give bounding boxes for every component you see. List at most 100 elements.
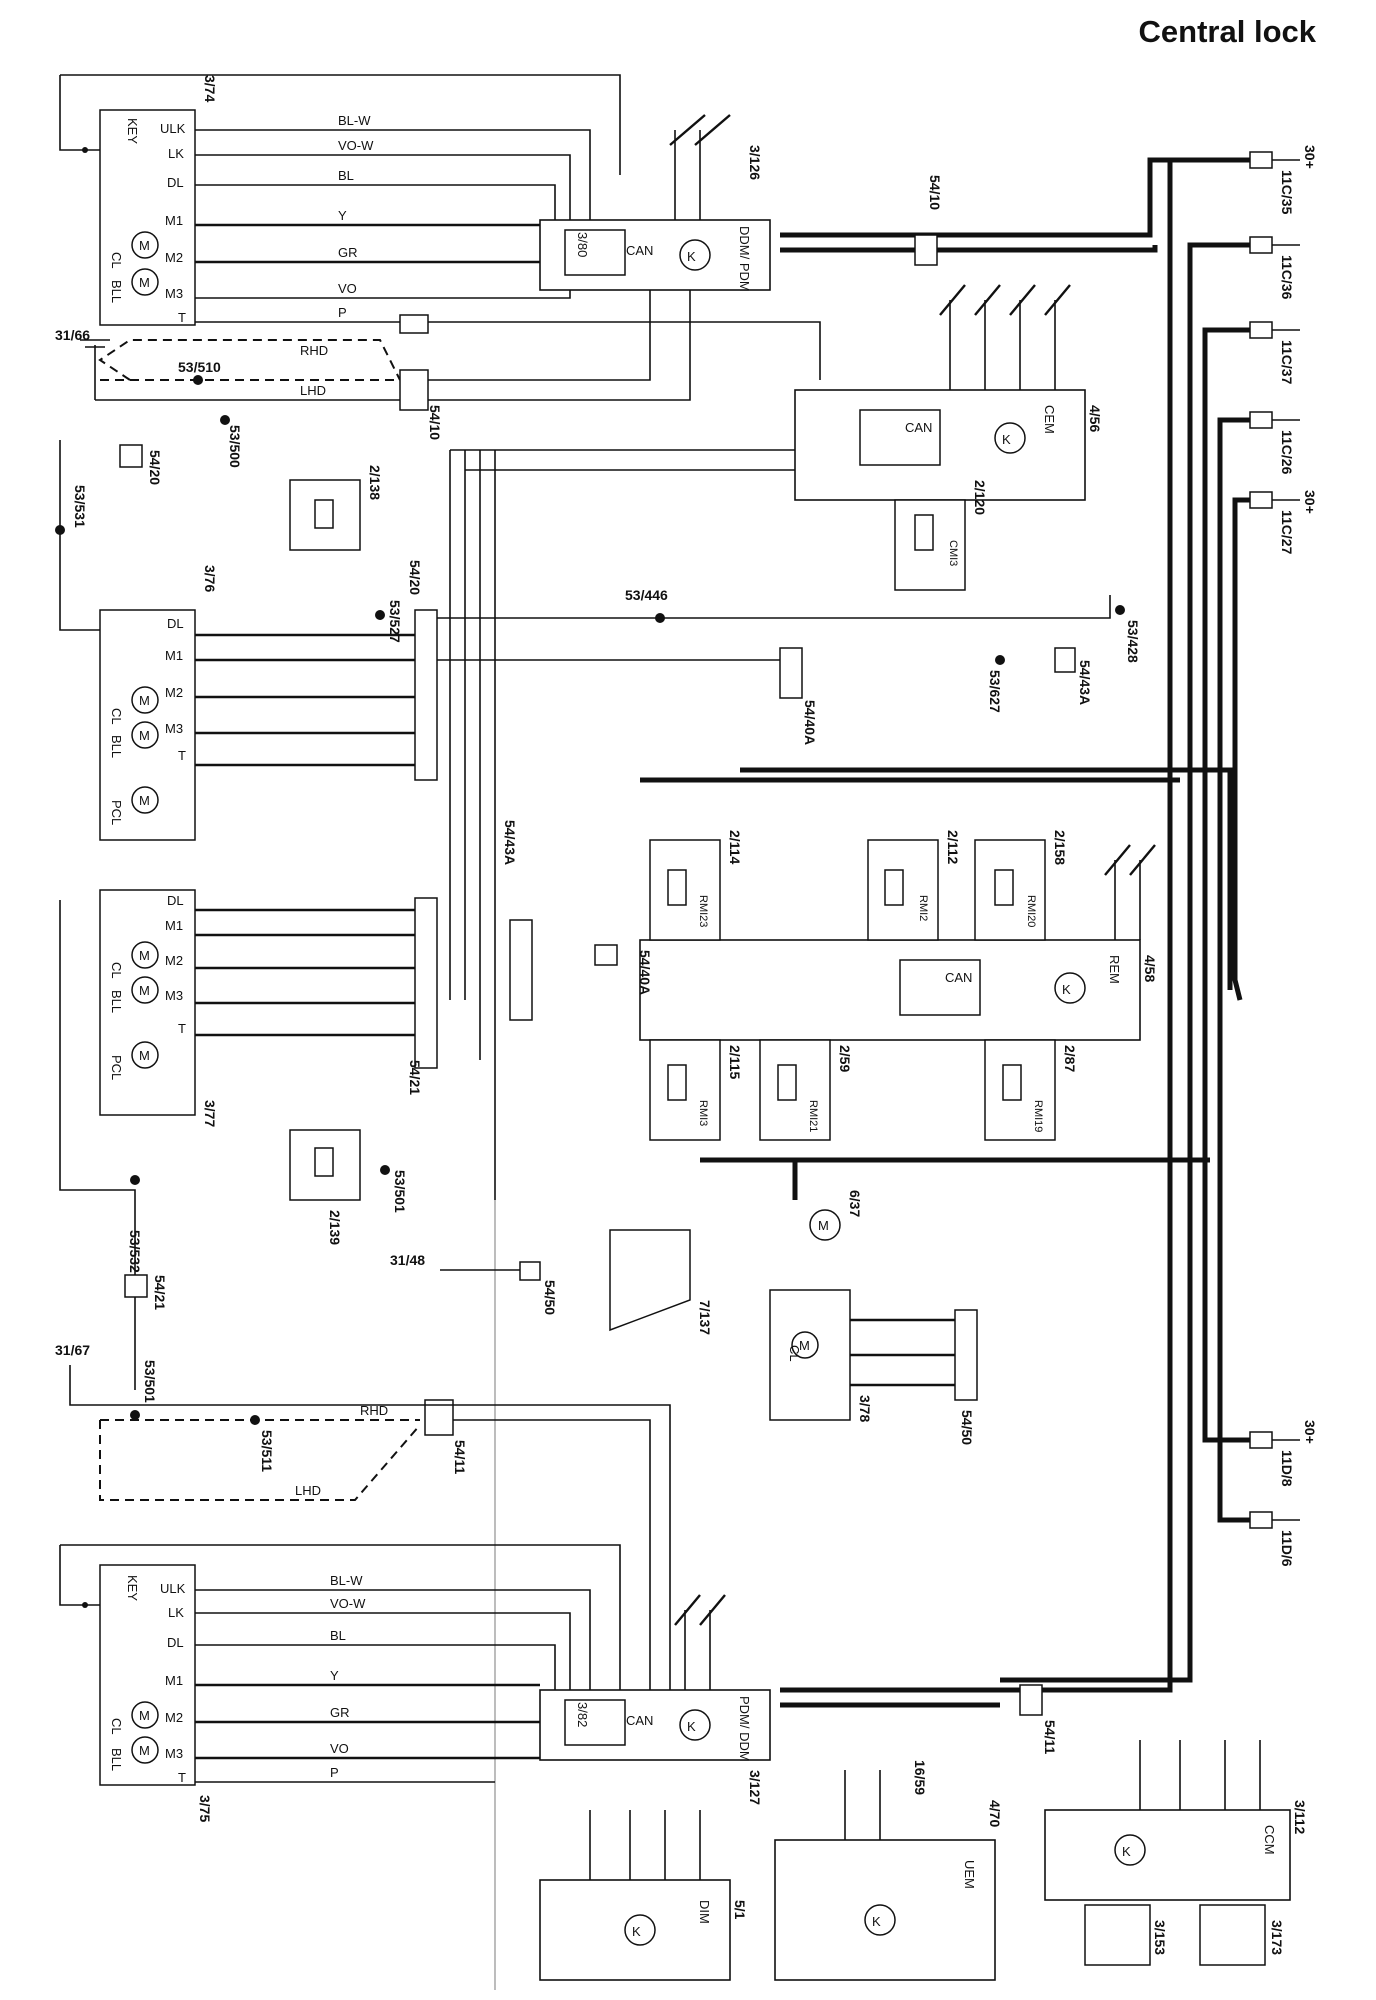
wire-color: BL	[338, 168, 354, 183]
splice-label: 53/627	[987, 670, 1003, 713]
pin-t: T	[178, 1770, 186, 1785]
wire-color: VO	[330, 1741, 349, 1756]
pin-dl: DL	[167, 1635, 184, 1650]
component-label: 3/173	[1269, 1920, 1285, 1955]
component-label: 4/70	[987, 1800, 1003, 1827]
supply-label: 30+	[1302, 490, 1318, 514]
fuse-11c27	[1249, 491, 1273, 509]
fuse-group	[1249, 151, 1300, 1529]
svg-text:M: M	[799, 1338, 810, 1353]
can-label: CAN	[945, 970, 972, 985]
svg-text:M: M	[139, 693, 150, 708]
sensor-3-173	[1199, 1904, 1266, 1966]
pin-ulk: ULK	[160, 121, 186, 136]
dim-module: DIM 5/1 K	[539, 1810, 748, 1981]
svg-text:K: K	[1062, 982, 1071, 997]
connector-label: 54/20	[407, 560, 423, 595]
connector-label: 54/50	[542, 1280, 558, 1315]
wire-color: Y	[330, 1668, 339, 1683]
svg-text:M: M	[818, 1218, 829, 1233]
component-label: 7/137	[697, 1300, 713, 1335]
pin-t: T	[178, 1021, 186, 1036]
left-ground-chain: 53/531 53/532 53/501 54/21 54/20 31/67	[55, 440, 168, 1420]
svg-text:K: K	[632, 1924, 641, 1939]
pin-dl: DL	[167, 893, 184, 908]
component-label: 2/138	[367, 465, 383, 500]
splice-label: 53/428	[1125, 620, 1141, 663]
fuse-label: 11C/26	[1279, 430, 1295, 475]
splice-label: 53/532	[127, 1230, 143, 1273]
pcl-label: PCL	[109, 1055, 124, 1080]
svg-text:M: M	[139, 275, 150, 290]
pin-m2: M2	[165, 953, 183, 968]
bll-label: BLL	[109, 990, 124, 1013]
connector-label: 54/43A	[1077, 660, 1093, 705]
wire-color: VO	[338, 281, 357, 296]
pin-m1: M1	[165, 648, 183, 663]
pin-ulk: ULK	[160, 1581, 186, 1596]
splice-label: 53/510	[178, 359, 221, 375]
relay-tag: RMI20	[1025, 895, 1037, 927]
svg-text:K: K	[1002, 432, 1011, 447]
component-label: 3/75	[197, 1795, 213, 1822]
bll-label: BLL	[109, 735, 124, 758]
relay-2-138: 2/138	[289, 465, 383, 551]
splice-label: 53/501	[142, 1360, 158, 1403]
connector-label: 54/10	[927, 175, 943, 210]
connector-label: 54/40A	[637, 950, 653, 995]
connector-54-21-b	[124, 1274, 148, 1298]
relay-tag: RMI21	[807, 1100, 819, 1132]
cl-label: CL	[109, 1718, 124, 1735]
pin-m2: M2	[165, 1710, 183, 1725]
ground-label: 31/48	[390, 1252, 425, 1268]
fuse-11d8	[1249, 1431, 1273, 1449]
relay-2-139: 2/139	[289, 1129, 361, 1245]
door-lock-lr: MMM CL BLL PCL 3/76 DL M1 M2 M3 T	[99, 565, 218, 841]
pin-t: T	[178, 310, 186, 325]
svg-text:K: K	[1122, 1844, 1131, 1859]
region-label: RHD	[300, 343, 328, 358]
relay-tag: RMI19	[1032, 1100, 1044, 1132]
svg-text:M: M	[139, 1708, 150, 1723]
component-label: 3/77	[202, 1100, 218, 1127]
relay-tag: RMI23	[697, 895, 709, 927]
bll-label: BLL	[109, 1748, 124, 1771]
wire-color: BL-W	[330, 1573, 363, 1588]
switch-7-137	[609, 1229, 691, 1332]
module-name: UEM	[962, 1860, 977, 1889]
component-label: 6/37	[847, 1190, 863, 1217]
pdm-module: K CAN PDM/ DDM 3/82 3/127	[539, 1594, 771, 1805]
fuse-11c35	[1249, 151, 1273, 169]
wire-color: BL-W	[338, 113, 371, 128]
component-label: 16/59	[912, 1760, 928, 1795]
wire-color: Y	[338, 208, 347, 223]
module-name: DDM/ PDM	[737, 226, 752, 292]
tailgate-lock: M CL 3/78 54/50	[769, 1289, 978, 1445]
component-label: 3/153	[1152, 1920, 1168, 1955]
sensor-3-153	[1084, 1904, 1151, 1966]
wire-color: VO-W	[338, 138, 374, 153]
connector-54-40a	[779, 647, 803, 699]
pin-m3: M3	[165, 286, 183, 301]
svg-text:M: M	[139, 1048, 150, 1063]
pin-dl: DL	[167, 616, 184, 631]
pin-m2: M2	[165, 685, 183, 700]
fuse-labels: 11C/35 11C/36 11C/37 11C/26 11C/27 11D/8…	[1279, 145, 1318, 1567]
pin-m3: M3	[165, 988, 183, 1003]
fuse-label: 11C/27	[1279, 510, 1295, 555]
svg-text:K: K	[687, 249, 696, 264]
pin-lk: LK	[168, 146, 184, 161]
splice-label: 53/531	[72, 485, 88, 528]
pin-dl: DL	[167, 175, 184, 190]
cl-label: CL	[109, 962, 124, 979]
module-name: CEM	[1042, 405, 1057, 434]
module-inner: 3/82	[575, 1702, 590, 1727]
wires-rf-pdm: BL-W VO-W BL Y GR VO P	[195, 1573, 591, 1783]
wire-color: P	[330, 1765, 339, 1780]
module-name: DIM	[697, 1900, 712, 1924]
door-lock-rf: MM KEY CL BLL 3/75 ULK LK DL M1 M2 M3 T	[59, 1544, 621, 1822]
component-label: 4/56	[1087, 405, 1103, 432]
svg-text:M: M	[139, 793, 150, 808]
component-label: 3/126	[747, 145, 763, 180]
